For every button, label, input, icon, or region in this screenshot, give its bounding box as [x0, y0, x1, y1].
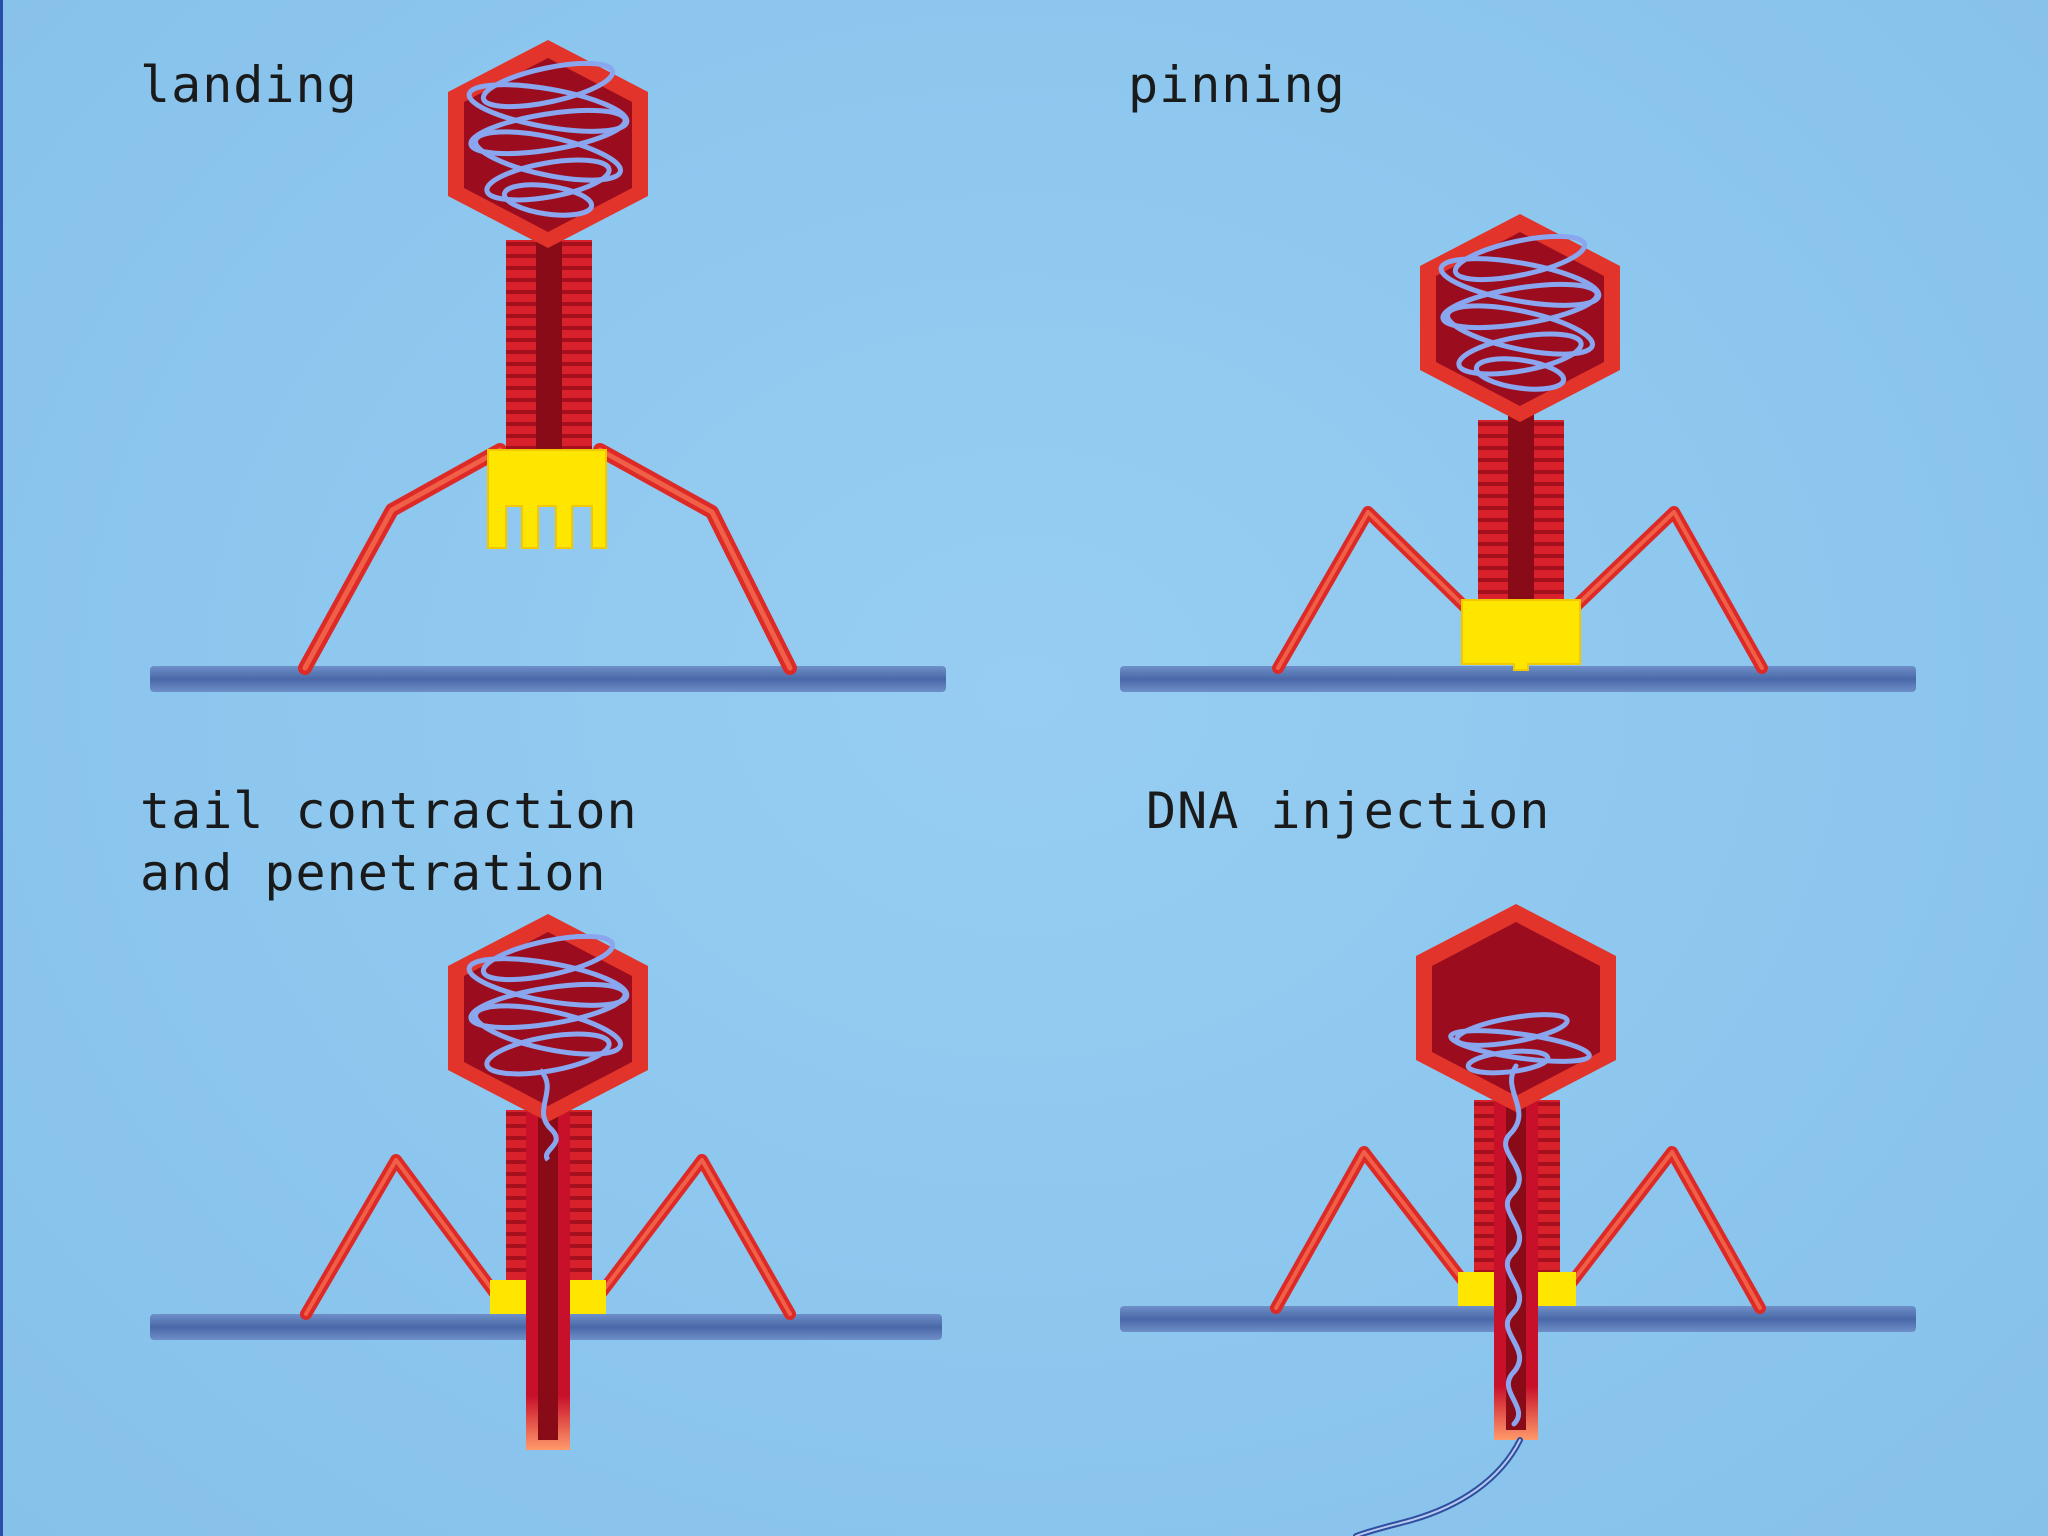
dna-coil-contraction — [466, 933, 630, 1162]
panel-pinning: pinning — [1120, 56, 1916, 692]
baseplate-landing — [487, 449, 607, 549]
baseplate-pinning — [1461, 599, 1581, 671]
panel-landing: landing — [140, 40, 946, 692]
caption-contraction-line-1: tail contraction — [140, 782, 638, 840]
released-dna-injection — [1353, 1437, 1523, 1536]
baseplate-left-contraction — [490, 1280, 528, 1314]
dna-coil-landing — [466, 60, 630, 218]
membrane-landing — [150, 666, 946, 692]
tail-sheath-pinning — [1478, 400, 1564, 602]
dna-coil-pinning — [1438, 233, 1602, 392]
panel-injection: DNA injection — [1120, 782, 1916, 1536]
caption-injection: DNA injection — [1146, 782, 1550, 840]
tail-tube-core-contraction — [538, 1090, 558, 1440]
caption-pinning: pinning — [1128, 56, 1346, 114]
left-edge-border — [0, 0, 3, 1536]
caption-landing: landing — [140, 56, 358, 114]
baseplate-right-contraction — [568, 1280, 606, 1314]
released-dna-highlight-injection — [1355, 1439, 1521, 1536]
tail-tube-core-injection — [1506, 1080, 1526, 1430]
tail-fibers-landing — [298, 443, 797, 675]
panel-contraction: tail contraction and penetration — [140, 782, 942, 1450]
tail-fibers-pinning — [1272, 506, 1768, 674]
capsid-injection — [1416, 904, 1616, 1112]
tail-fibers-injection — [1270, 1146, 1766, 1314]
baseplate-right-injection — [1538, 1272, 1576, 1306]
caption-contraction-line-2: and penetration — [140, 844, 607, 902]
dna-strand-injection — [1448, 1012, 1592, 1427]
tail-sheath-landing — [506, 220, 592, 450]
membrane-pinning — [1120, 666, 1916, 692]
tail-fibers-contraction — [300, 1154, 796, 1320]
baseplate-left-injection — [1458, 1272, 1496, 1306]
